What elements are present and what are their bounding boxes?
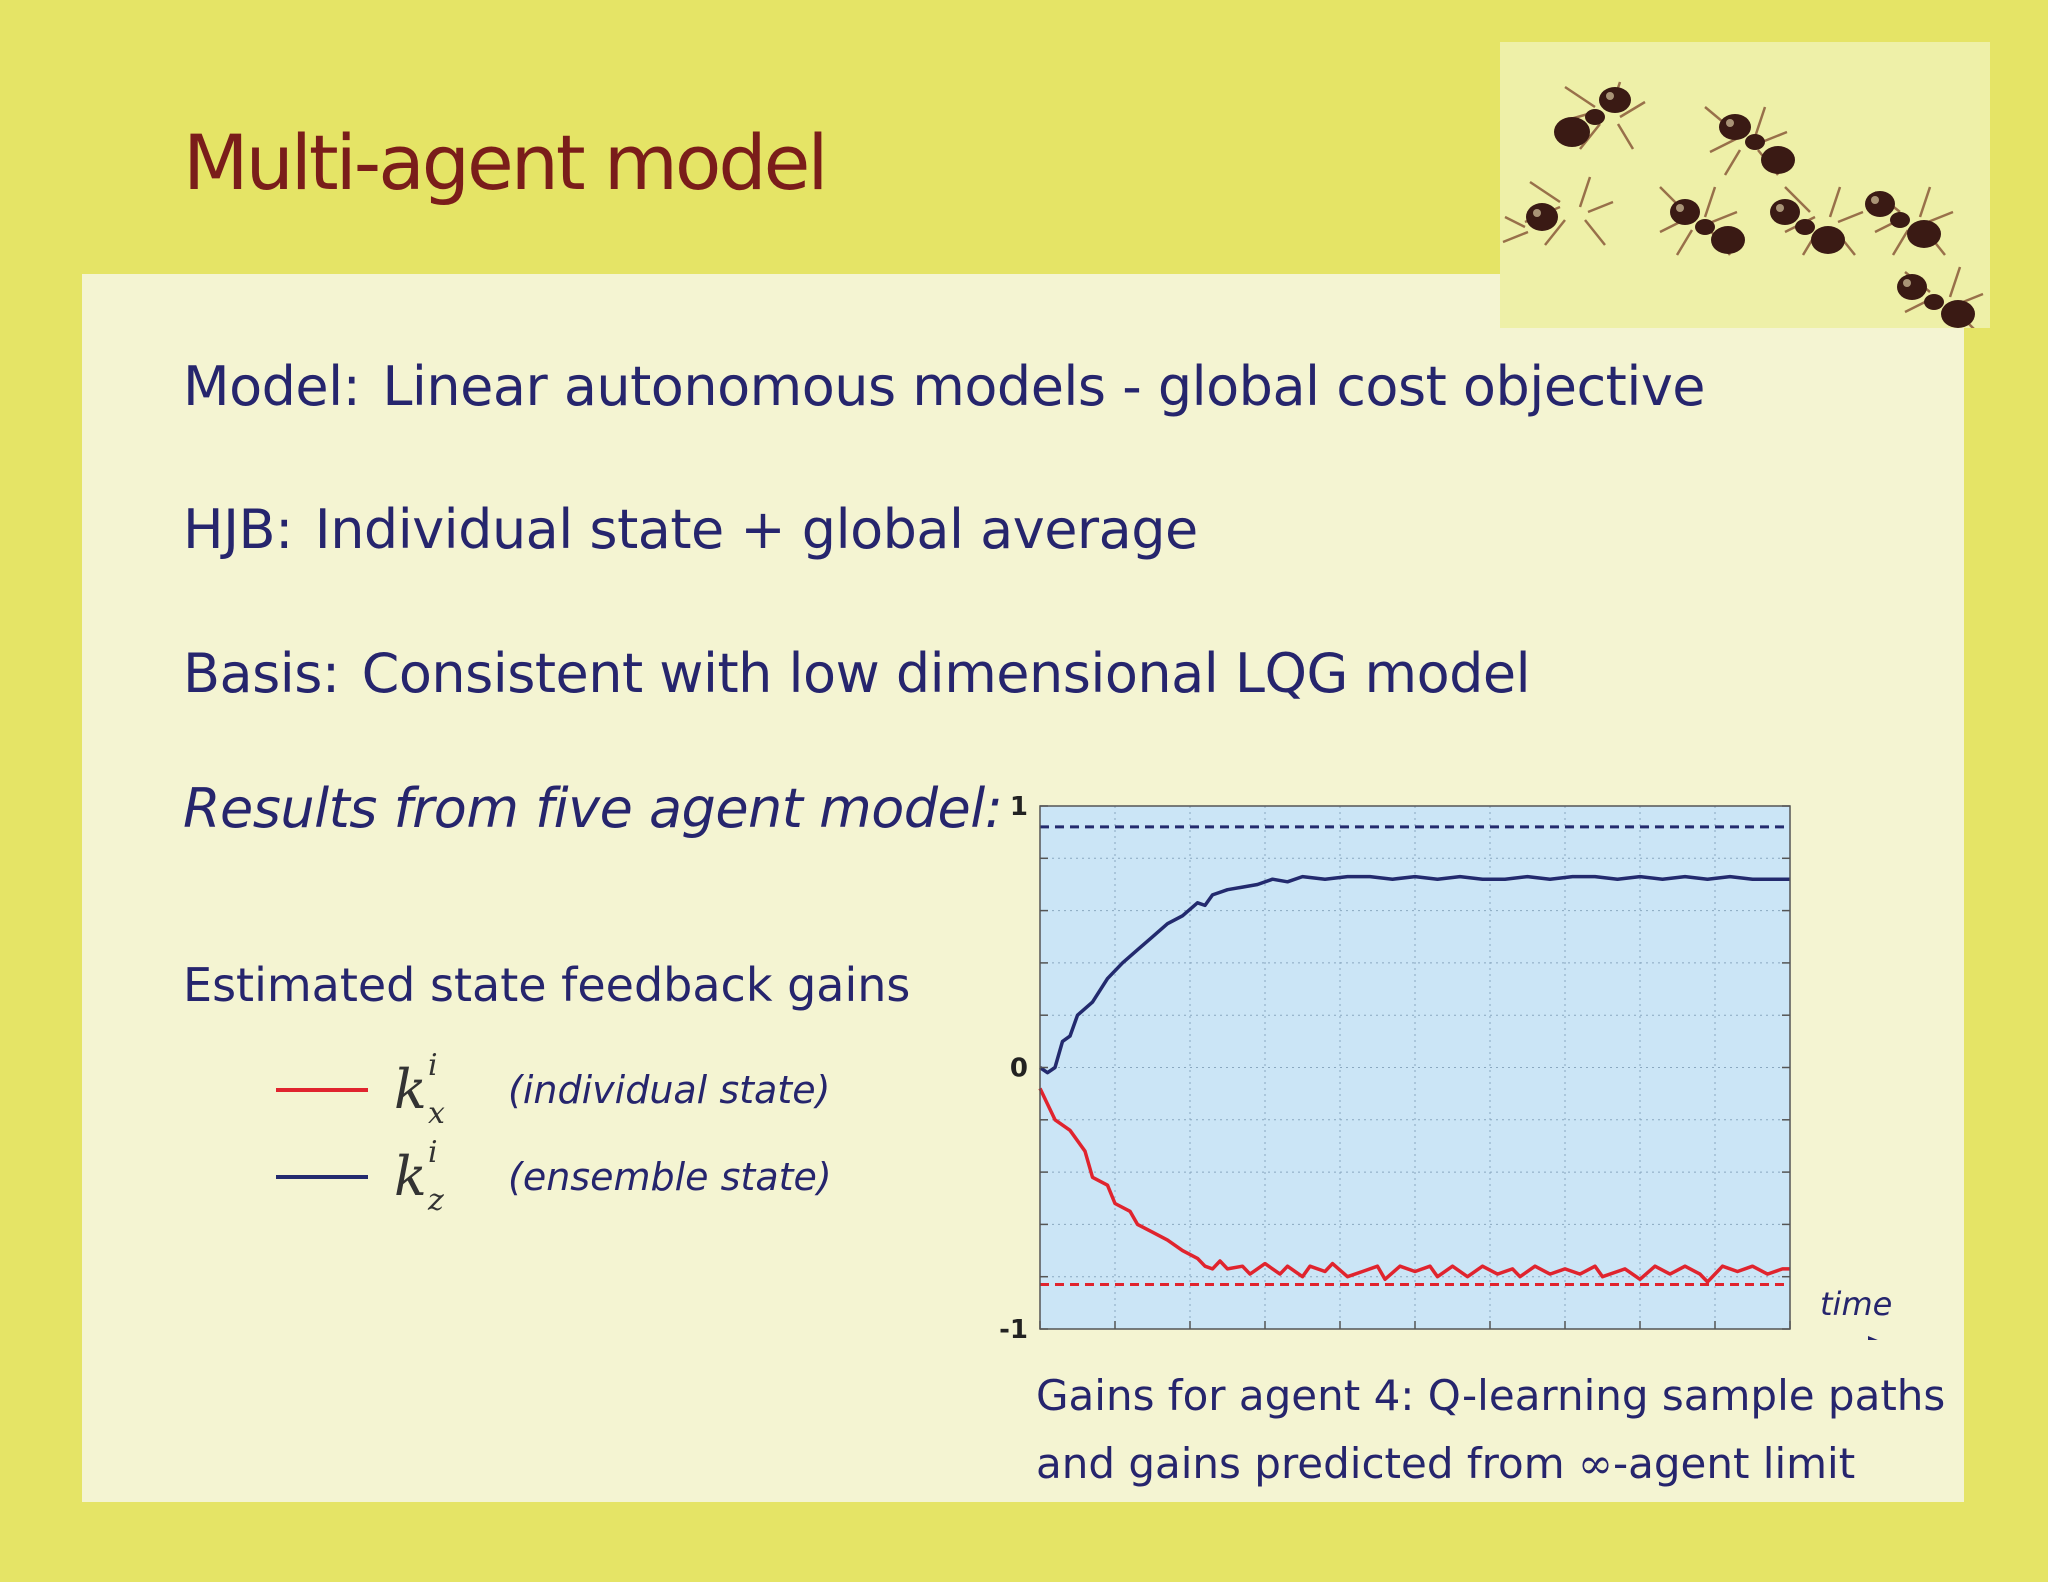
caption-line-2-post: -agent limit bbox=[1612, 1439, 1856, 1488]
legend-desc-individual: (individual state) bbox=[508, 1068, 831, 1112]
hjb-label: HJB: bbox=[183, 498, 293, 561]
legend-symbol-sub: z bbox=[428, 1183, 444, 1218]
results-heading: Results from five agent model: bbox=[183, 777, 1003, 840]
model-text: Linear autonomous models - global cost o… bbox=[382, 355, 1706, 418]
gain-chart: 1 0 -1 time bbox=[999, 792, 1892, 1340]
caption-line-2-pre: and gains predicted from bbox=[1036, 1439, 1578, 1488]
caption-line-1: Gains for agent 4: Q-learning sample pat… bbox=[1036, 1371, 1946, 1420]
legend-symbol-sup: i bbox=[428, 1135, 438, 1170]
sample-path-line-1 bbox=[1038, 1087, 1790, 1284]
ants-image bbox=[1500, 42, 1990, 328]
sample-path-line-0 bbox=[1039, 874, 1790, 1075]
legend-swatch-red bbox=[276, 1088, 368, 1092]
legend-symbol-base: k bbox=[394, 1058, 427, 1121]
time-arrow-head bbox=[1868, 1336, 1878, 1340]
series-layer bbox=[1038, 825, 1790, 1286]
y-tick-label: -1 bbox=[999, 1315, 1028, 1340]
legend-symbol-sub: x bbox=[428, 1096, 445, 1131]
hjb-text: Individual state + global average bbox=[314, 498, 1198, 561]
x-axis-label: time bbox=[1820, 1285, 1892, 1323]
caption-line-2: and gains predicted from ∞-agent limit bbox=[1036, 1430, 1945, 1498]
y-tick-label: 1 bbox=[1010, 792, 1028, 822]
basis-line: Basis: Consistent with low dimensional LQ… bbox=[183, 642, 1531, 705]
basis-text: Consistent with low dimensional LQG mode… bbox=[361, 642, 1531, 705]
y-tick-label: 0 bbox=[1010, 1054, 1028, 1084]
legend-desc-ensemble: (ensemble state) bbox=[508, 1155, 832, 1199]
legend-symbol-sup: i bbox=[428, 1048, 438, 1083]
infinity-symbol: ∞ bbox=[1577, 1439, 1613, 1488]
tick-layer: 1 0 -1 bbox=[999, 792, 1791, 1340]
model-line: Model: Linear autonomous models - global … bbox=[183, 355, 1706, 418]
hjb-line: HJB: Individual state + global average bbox=[183, 498, 1198, 561]
basis-label: Basis: bbox=[183, 642, 340, 705]
slide-title: Multi-agent model bbox=[183, 118, 829, 207]
time-arrow bbox=[1868, 1336, 1878, 1340]
chart-caption: Gains for agent 4: Q-learning sample pat… bbox=[1036, 1362, 1945, 1498]
legend-swatch-blue bbox=[276, 1175, 368, 1179]
grid bbox=[1040, 806, 1790, 1329]
legend-title: Estimated state feedback gains bbox=[183, 958, 911, 1012]
model-label: Model: bbox=[183, 355, 361, 418]
ants-illustration bbox=[1502, 81, 1984, 328]
legend-symbol-base: k bbox=[394, 1145, 427, 1208]
